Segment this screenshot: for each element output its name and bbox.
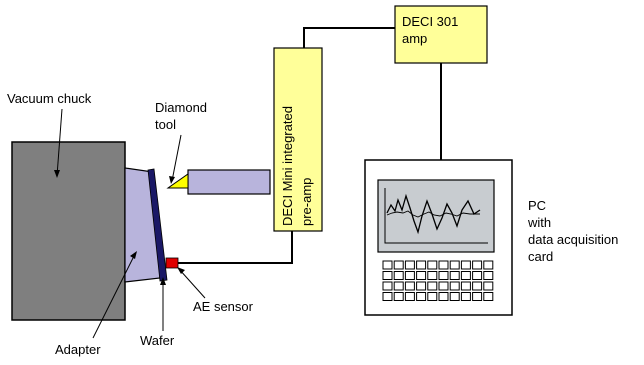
preamp-box <box>273 47 323 232</box>
keyboard-key <box>449 260 460 270</box>
ae-sensor-pointer <box>178 268 206 299</box>
adapter-label: Adapter <box>55 342 101 357</box>
keyboard-key <box>382 271 393 280</box>
keyboard-key <box>382 260 393 270</box>
ae-sensor-label: AE sensor <box>193 299 254 314</box>
wire-preamp-to-amp <box>303 27 395 48</box>
keyboard-key <box>404 260 415 270</box>
keyboard-key <box>404 281 415 291</box>
vacuum-chuck-pointer <box>56 108 63 177</box>
diamond-tool-pointer <box>171 134 182 182</box>
wafer-label: Wafer <box>140 333 175 348</box>
keyboard-key <box>483 271 494 280</box>
keyboard-key <box>416 260 427 270</box>
keyboard-key <box>460 281 471 291</box>
keyboard-key <box>472 260 483 270</box>
preamp-label-line2: pre-amp <box>299 178 314 226</box>
keyboard-key <box>449 281 460 291</box>
adapter-pointer <box>92 253 136 339</box>
vacuum-chuck-label: Vacuum chuck <box>7 91 92 106</box>
keyboard-key <box>449 292 460 301</box>
pc-label-line4: card <box>528 249 553 264</box>
pc-label-line1: PC <box>528 198 546 213</box>
keyboard-key <box>438 260 449 270</box>
keyboard-key <box>460 292 471 301</box>
wafer <box>147 168 168 282</box>
pc-label-line3: data acquisition <box>528 232 618 247</box>
keyboard-key <box>416 271 427 280</box>
ae-sensor <box>165 257 179 269</box>
keyboard-key <box>438 292 449 301</box>
diamond-tool-tip <box>166 173 189 189</box>
amp-label-line1: DECI 301 <box>402 14 458 29</box>
vacuum-chuck <box>11 141 126 321</box>
pc-label-line2: with <box>527 215 551 230</box>
waveform-icon <box>384 188 488 244</box>
keyboard-key <box>404 271 415 280</box>
keyboard-key <box>472 271 483 280</box>
keyboard-key <box>427 292 438 301</box>
keyboard-key <box>427 281 438 291</box>
keyboard-key <box>472 281 483 291</box>
keyboard-key <box>404 292 415 301</box>
keyboard-key <box>472 292 483 301</box>
amp-box <box>394 5 488 64</box>
keyboard-grid-icon <box>382 260 494 301</box>
keyboard-key <box>483 292 494 301</box>
keyboard-key <box>393 260 404 270</box>
preamp-label-line1: DECI Mini integrated <box>280 106 295 226</box>
pc-screen <box>377 179 495 253</box>
keyboard-key <box>382 281 393 291</box>
keyboard-key <box>382 292 393 301</box>
keyboard-key <box>427 260 438 270</box>
keyboard-key <box>427 271 438 280</box>
keyboard-key <box>416 292 427 301</box>
keyboard-key <box>460 271 471 280</box>
diamond-tool-label-line1: Diamond <box>155 100 207 115</box>
keyboard-key <box>393 292 404 301</box>
diamond-tool-shank <box>187 169 271 195</box>
keyboard-key <box>483 260 494 270</box>
keyboard-key <box>393 281 404 291</box>
keyboard-key <box>449 271 460 280</box>
amp-label-line2: amp <box>402 31 427 46</box>
keyboard-key <box>438 281 449 291</box>
keyboard-key <box>393 271 404 280</box>
keyboard-key <box>438 271 449 280</box>
keyboard-key <box>483 281 494 291</box>
keyboard-key <box>460 260 471 270</box>
diamond-tool-label-line2: tool <box>155 117 176 132</box>
wire-sensor-to-preamp <box>178 231 293 264</box>
keyboard-key <box>416 281 427 291</box>
